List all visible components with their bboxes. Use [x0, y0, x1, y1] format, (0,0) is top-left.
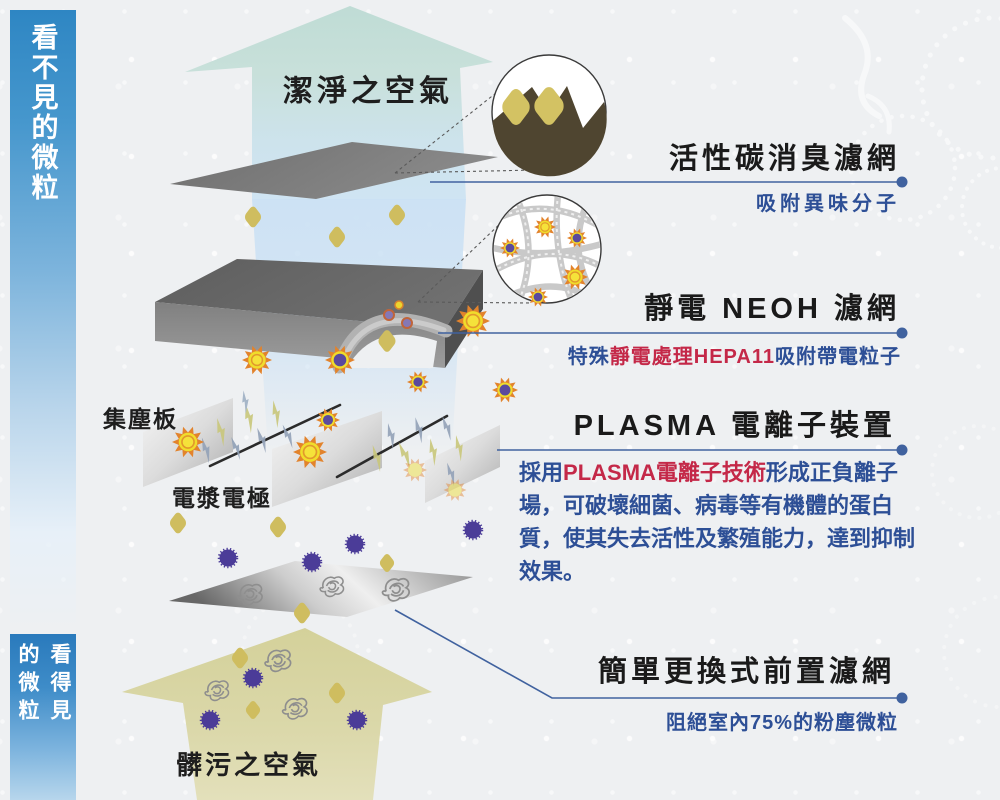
rail-visible-col-right: 看得見	[48, 643, 71, 727]
dirty-air-label: 髒污之空氣	[176, 750, 322, 780]
plasma-desc-red: PLASMA電離子技術	[563, 460, 766, 485]
magnifier-carbon	[491, 54, 607, 177]
section-neoh-title: 靜電 NEOH 濾網	[644, 293, 900, 325]
rail-invisible-particles: 看不見的微粒	[10, 10, 76, 632]
plasma-desc-blue2: 形成正負離子場，可破壞細菌、病毒等有機體的蛋白質，使其失去活性及繁殖能力，達到抑…	[519, 460, 916, 584]
pre-filter-sheet	[169, 561, 473, 617]
rail-visible-particles: 看得見的微粒	[10, 634, 76, 800]
section-plasma-title: PLASMA 電離子裝置	[573, 410, 896, 442]
mesh-charged-stars	[500, 216, 588, 307]
rail-visible-particles-label: 看得見的微粒	[10, 643, 76, 727]
electrode-wires	[208, 403, 449, 479]
section-prefilter-subtitle: 阻絕室內75%的粉塵微粒	[665, 712, 898, 734]
label-rules	[394, 181, 901, 699]
neoh-sub-blue1: 特殊	[567, 346, 610, 368]
dirty-air-arrow	[122, 628, 432, 800]
corner-ornament-topright	[842, 15, 1000, 250]
label-rule-dots	[896, 176, 908, 704]
section-prefilter-title: 簡單更換式前置濾網	[597, 656, 895, 688]
neoh-sub-red: 靜電處理HEPA11	[609, 346, 775, 368]
section-plasma-description: 採用PLASMA電離子技術形成正負離子場，可破壞細菌、病毒等有機體的蛋白質，使其…	[519, 456, 917, 588]
magnifier-mesh	[492, 194, 602, 307]
section-neoh-subtitle: 特殊靜電處理HEPA11吸附帶電粒子	[568, 340, 901, 369]
section-carbon-subtitle: 吸附異味分子	[756, 193, 900, 215]
neoh-sub-blue2: 吸附帶電粒子	[775, 346, 901, 368]
rail-visible-col-left: 的微粒	[16, 643, 39, 727]
plasma-desc-blue1: 採用	[519, 460, 564, 485]
clean-air-label: 潔淨之空氣	[283, 75, 453, 108]
charged-particle-stars	[172, 304, 518, 501]
trapped-particles	[383, 300, 413, 329]
hepa-filter-block	[155, 259, 483, 374]
collector-plate-label: 集塵板	[103, 406, 178, 432]
magnifier-leader-lines	[394, 92, 537, 304]
rail-invisible-particles-label: 看不見的微粒	[27, 23, 58, 203]
plasma-electrode-label: 電漿電極	[172, 485, 272, 511]
section-carbon-title: 活性碳消臭濾網	[668, 143, 900, 175]
